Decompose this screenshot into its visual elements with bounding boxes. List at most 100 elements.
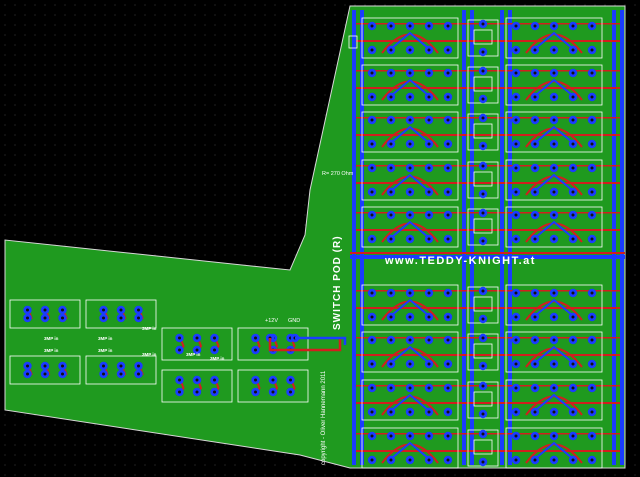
switch-inner-trace	[535, 125, 573, 143]
row-trace	[356, 117, 620, 119]
switch-curve-trace	[381, 300, 439, 321]
pad-hole	[389, 386, 393, 390]
pad-hole	[427, 118, 431, 122]
pad-hole	[446, 142, 450, 146]
copyright-silkscreen: copyright - Oliver Hannemann 2011	[321, 370, 327, 465]
center-bus-trace	[350, 255, 625, 259]
pad-hole	[481, 384, 485, 388]
pad-hole	[571, 48, 575, 52]
switch-inner-trace	[391, 441, 429, 459]
pad-hole	[481, 22, 485, 26]
pad-hole	[481, 50, 485, 54]
pad-hole	[552, 213, 556, 217]
vertical-rail-trace	[462, 10, 466, 465]
pad-hole	[408, 24, 412, 28]
pad-hole	[408, 338, 412, 342]
pad-hole	[533, 166, 537, 170]
switch-curve-trace	[381, 395, 439, 416]
pad-hole	[481, 432, 485, 436]
led-body	[473, 171, 493, 187]
input-label-silkscreen: 3MP in	[44, 336, 59, 341]
row-trace	[356, 165, 620, 167]
pad-hole	[178, 348, 181, 352]
pad-hole	[370, 458, 374, 462]
input-label-silkscreen: 3MP in	[142, 326, 157, 331]
pad-hole	[389, 95, 393, 99]
vertical-rail-trace	[352, 10, 356, 465]
pad-hole	[446, 315, 450, 319]
pad-hole	[389, 315, 393, 319]
pad-hole	[481, 97, 485, 101]
vertical-rail-trace	[508, 10, 512, 465]
pad-hole	[571, 213, 575, 217]
pad-hole	[408, 458, 412, 462]
pad-hole	[481, 239, 485, 243]
row-trace	[356, 134, 620, 136]
pad-hole	[533, 315, 537, 319]
pad-hole	[552, 95, 556, 99]
switch-footprint	[361, 379, 459, 421]
pad-hole	[552, 434, 556, 438]
pad-hole	[552, 315, 556, 319]
pad-hole	[427, 24, 431, 28]
pad-hole	[178, 390, 181, 394]
pad-hole	[137, 316, 140, 320]
switch-curve-trace	[525, 222, 583, 243]
switch-inner-trace	[535, 441, 573, 459]
switch-inner-trace	[391, 220, 429, 238]
pad-hole	[370, 48, 374, 52]
pad-hole	[481, 336, 485, 340]
pad-hole	[370, 315, 374, 319]
pad-hole	[427, 166, 431, 170]
pad-hole	[389, 291, 393, 295]
pad-hole	[533, 458, 537, 462]
pad-hole	[481, 317, 485, 321]
pad-hole	[571, 315, 575, 319]
pad-hole	[571, 434, 575, 438]
pad-hole	[571, 24, 575, 28]
pad-hole	[590, 95, 594, 99]
pad-hole	[571, 362, 575, 366]
pad-hole	[514, 237, 518, 241]
vertical-rail-trace	[470, 10, 474, 465]
pad-hole	[26, 316, 29, 320]
pad-hole	[552, 410, 556, 414]
pad-hole	[533, 190, 537, 194]
pad-hole	[427, 386, 431, 390]
pad-hole	[533, 95, 537, 99]
pad-hole	[571, 71, 575, 75]
pad-hole	[514, 166, 518, 170]
pad-hole	[590, 291, 594, 295]
ground-trace	[295, 336, 347, 345]
row-trace	[356, 307, 620, 309]
pad-hole	[481, 116, 485, 120]
pad-hole	[446, 237, 450, 241]
pad-hole	[590, 237, 594, 241]
pad-hole	[389, 118, 393, 122]
pad-hole	[408, 362, 412, 366]
pad-hole	[446, 362, 450, 366]
pad-hole	[533, 213, 537, 217]
pad-hole	[446, 118, 450, 122]
pad-hole	[389, 71, 393, 75]
pad-hole	[427, 48, 431, 52]
pad-hole	[408, 95, 412, 99]
pad-hole	[195, 390, 199, 394]
pad-hole	[389, 362, 393, 366]
pad-hole	[427, 291, 431, 295]
switch-curve-trace	[381, 127, 439, 148]
pad-hole	[178, 336, 181, 340]
connector-footprint	[9, 299, 81, 329]
pad-hole	[590, 362, 594, 366]
pad-hole	[43, 308, 47, 312]
led-body	[473, 296, 493, 312]
switch-inner-trace	[535, 345, 573, 363]
switch-footprint	[361, 159, 459, 201]
switch-inner-trace	[391, 173, 429, 191]
pad-hole	[370, 190, 374, 194]
pad-hole	[514, 338, 518, 342]
pad-hole	[446, 166, 450, 170]
input-label-silkscreen: 3MP in	[44, 348, 59, 353]
